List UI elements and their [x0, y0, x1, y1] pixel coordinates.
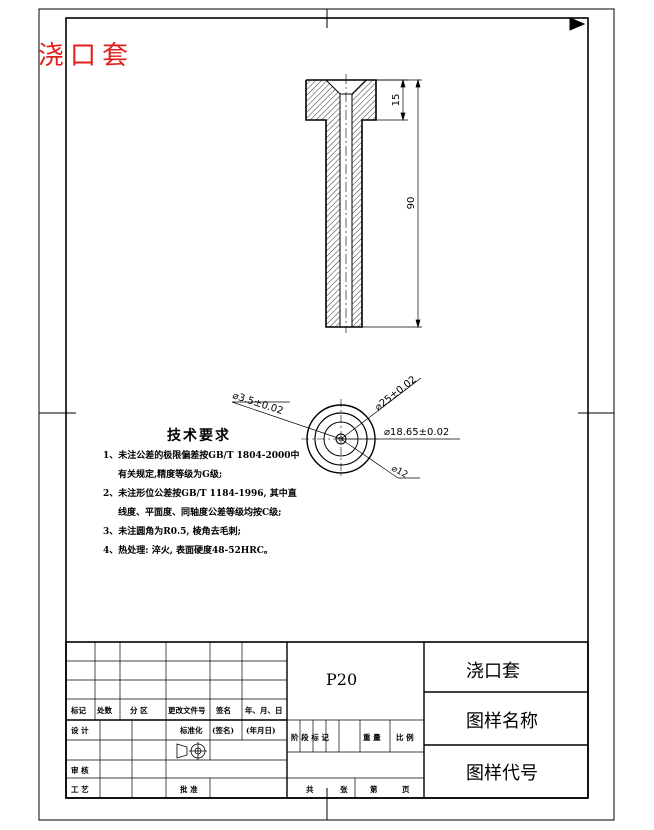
dimension-dia-3-5: ⌀3.5±0.02 [231, 390, 284, 417]
tech-line-2: 有关规定,精度等级为G级; [118, 468, 222, 480]
sprue-bushing-side-view [305, 74, 377, 333]
projection-symbol [176, 742, 207, 760]
tb-qianming2: (签名) [212, 725, 234, 735]
tech-line-5: 3、未注圆角为R0.5, 棱角去毛刺; [103, 525, 241, 537]
diameter-leaders [231, 377, 460, 479]
tb-di: 第 [370, 784, 378, 794]
title-block [65, 641, 589, 799]
tb-header-qianming: 签名 [215, 705, 231, 715]
tb-material: P20 [326, 670, 357, 689]
technical-requirements: 技术要求 1、未注公差的极限偏差按GB/T 1804-2000中 有关规定,精度… [103, 427, 300, 556]
tb-pizhun: 批 准 [180, 784, 198, 794]
tb-header-chushu: 处数 [96, 705, 112, 715]
tb-header-gengai: 更改文件号 [168, 705, 206, 715]
dimension-90-label: 90 [406, 197, 417, 210]
tb-part-name: 浇口套 [466, 661, 520, 682]
dimension-90 [362, 78, 422, 329]
tb-nianyueri2: (年月日) [246, 725, 276, 735]
tb-code-label: 图样代号 [466, 763, 538, 784]
tb-sheji: 设 计 [71, 725, 89, 735]
tb-zhongliang: 重 量 [363, 732, 381, 742]
tb-shenhe: 审 核 [71, 765, 89, 775]
tb-gong: 共 [306, 784, 314, 794]
tech-line-3: 2、未注形位公差按GB/T 1184-1996, 其中直 [103, 487, 297, 499]
tb-header-fenqu: 分 区 [130, 705, 148, 715]
tech-line-1: 1、未注公差的极限偏差按GB/T 1804-2000中 [103, 449, 300, 461]
tech-line-6: 4、热处理: 淬火, 表面硬度48-52HRC。 [103, 544, 273, 556]
tb-biaozhunhua: 标准化 [179, 725, 203, 735]
tb-zhang: 张 [340, 785, 348, 794]
dimension-dia-18-65: ⌀18.65±0.02 [384, 427, 449, 438]
dimension-15-label: 15 [391, 94, 402, 107]
tb-ye: 页 [402, 785, 410, 794]
tb-gongyi: 工 艺 [71, 784, 89, 794]
tb-header-nianyueri: 年、月、日 [245, 705, 283, 715]
tech-line-4: 线度、平面度、同轴度公差等级均按C级; [118, 506, 282, 518]
tb-name-label: 图样名称 [466, 711, 538, 732]
tech-heading: 技术要求 [167, 427, 231, 444]
tb-bili: 比 例 [396, 732, 414, 742]
sheet-title: 浇口套 [38, 41, 134, 71]
center-marks [39, 9, 614, 820]
dimension-dia-25: ⌀25±0.02 [373, 374, 419, 413]
tb-jieduan: 阶 段 标 记 [291, 732, 329, 742]
tb-header-biaoji: 标记 [70, 705, 86, 715]
